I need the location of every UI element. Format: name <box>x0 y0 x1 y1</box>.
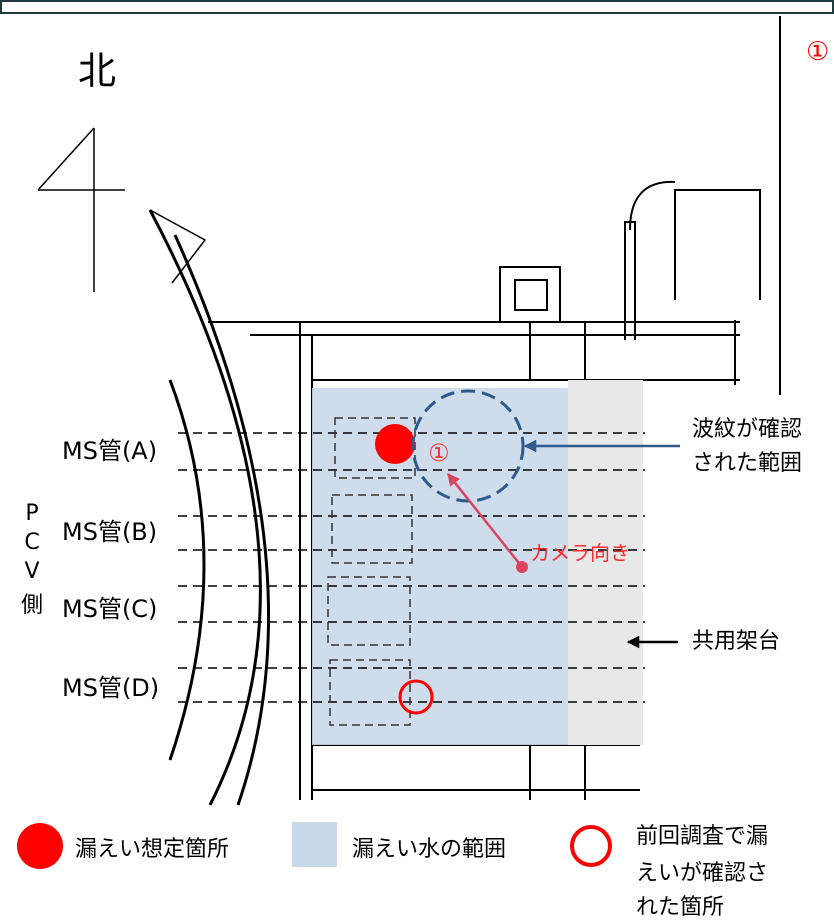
pcv-side-char-2: C <box>24 530 39 555</box>
legend-leak-water-label: 漏えい水の範囲 <box>352 837 506 862</box>
pipe-label-b: MS管(B) <box>62 518 157 546</box>
north-label: 北 <box>78 49 116 93</box>
pcv-side-char-4: 側 <box>21 593 43 618</box>
ripple-label-line1: 波紋が確認 <box>692 417 802 442</box>
marker-number-inner: ① <box>428 439 450 467</box>
legend-prev-leak-icon <box>570 825 612 867</box>
marker-number-top: ① <box>806 37 829 67</box>
legend-leak-point-label: 漏えい想定箇所 <box>75 837 229 862</box>
legend-leak-water-icon <box>292 822 337 867</box>
ripple-label-line2: された範囲 <box>692 451 802 476</box>
camera-direction-arrow <box>447 473 523 568</box>
building-outline <box>499 16 781 395</box>
pipe-label-c: MS管(C) <box>62 595 157 623</box>
pipe-label-a: MS管(A) <box>62 437 157 465</box>
legend: 漏えい想定箇所 漏えい水の範囲 前回調査で漏 えいが確認さ れた箇所 <box>17 822 768 920</box>
pcv-arcs <box>148 209 271 806</box>
leak-point-dot <box>375 424 415 464</box>
pipe-label-d: MS管(D) <box>62 674 159 702</box>
pcv-side-char-3: V <box>24 559 39 584</box>
top-border-inner <box>2 2 832 12</box>
flange-boxes <box>327 417 416 726</box>
pcv-side-char-1: P <box>25 501 38 526</box>
legend-prev-leak-line2: えいが確認さ <box>636 861 768 886</box>
legend-prev-leak-line1: 前回調査で漏 <box>636 824 768 849</box>
shared-frame-label: 共用架台 <box>692 629 780 654</box>
pcv-side-label: P C V 側 <box>21 501 43 618</box>
north-arrow-icon <box>37 127 125 292</box>
camera-direction-label: カメラ向き <box>530 541 630 565</box>
legend-prev-leak-line3: れた箇所 <box>636 895 724 920</box>
legend-leak-point-icon <box>17 823 63 869</box>
pcv-notch <box>149 209 207 284</box>
previous-leak-ring <box>398 679 434 715</box>
camera-position-dot <box>516 561 528 573</box>
shared-frame-area <box>568 380 643 745</box>
